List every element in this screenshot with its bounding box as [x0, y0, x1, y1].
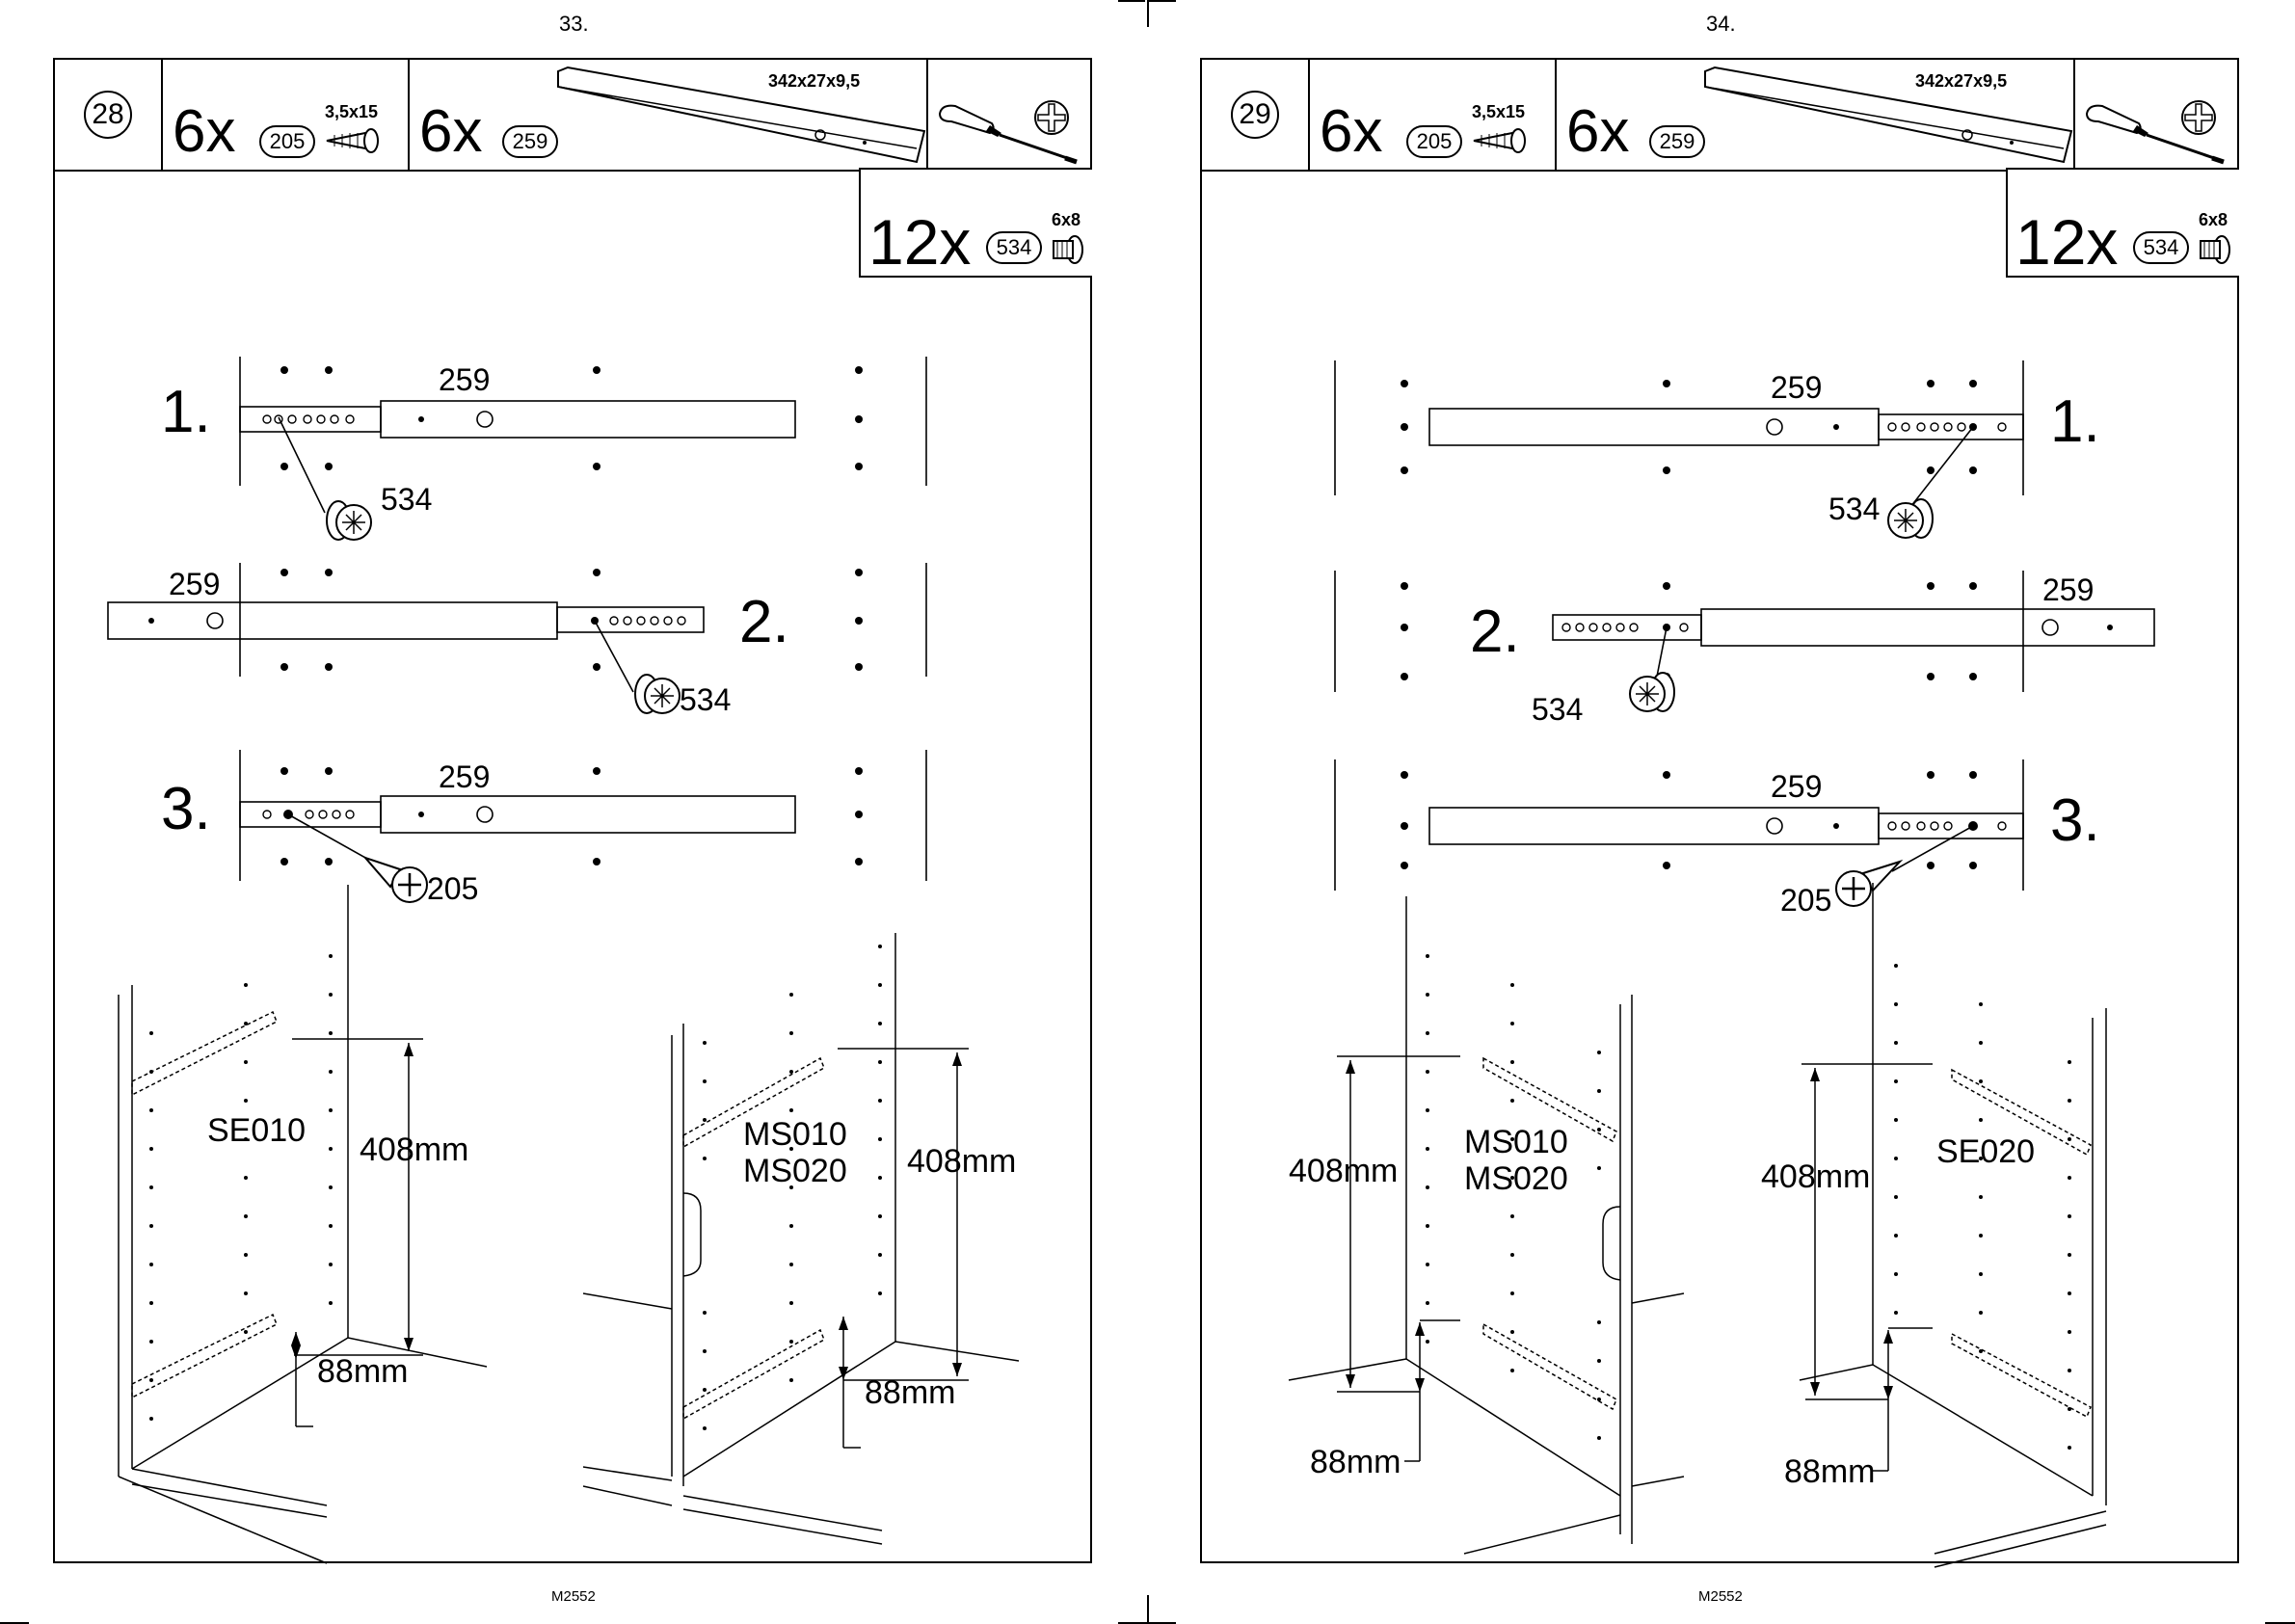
footer-code-right: M2552 [1698, 1588, 1743, 1605]
parts-header: 28 6x 205 3,5x15 6x 259 342x27x9,5 [55, 60, 1090, 172]
substep-number: 3. [161, 775, 211, 843]
page-number-left: 33. [559, 12, 589, 37]
step-number: 29 [1231, 91, 1279, 139]
rail-label: 259 [439, 362, 490, 398]
step-number: 28 [84, 91, 132, 139]
wood-screw-icon [325, 125, 383, 156]
cabinet-model-label: SE020 [1936, 1133, 2035, 1171]
height-dimension: 408mm [1761, 1158, 1870, 1196]
parts-header: 29 6x 205 3,5x15 6x 259 342x27x9,5 [1202, 60, 2237, 172]
drawer-rail-icon [1701, 64, 2073, 166]
crop-mark [1147, 1595, 1149, 1624]
screw-part-number: 205 [1406, 125, 1462, 158]
cabinet-model-label: SE010 [207, 1112, 306, 1150]
extra-size: 6x8 [1052, 210, 1081, 230]
wood-screw-icon [1472, 125, 1530, 156]
instruction-page-left: 28 6x 205 3,5x15 6x 259 342x27x9,5 [53, 58, 1092, 1563]
rail-quantity: 6x [419, 102, 482, 162]
euro-screw-icon [1050, 233, 1084, 266]
substep-number: 2. [1470, 598, 1520, 666]
shelf-pin-holes [1426, 954, 2071, 1450]
offset-dimension: 88mm [317, 1353, 408, 1391]
step-cell: 28 [55, 60, 163, 170]
substep-number: 3. [2050, 786, 2100, 855]
crop-mark [0, 1622, 29, 1624]
rail-quantity: 6x [1566, 102, 1629, 162]
screw-parts-cell: 6x 205 3,5x15 [163, 60, 410, 170]
phillips-head-icon [1032, 98, 1071, 137]
screw-size: 3,5x15 [325, 102, 378, 122]
footer-code-left: M2552 [551, 1588, 596, 1605]
euro-screw-icon [327, 501, 371, 540]
rail-hole-row [263, 415, 685, 818]
drawer-rail-icon [554, 64, 926, 166]
euro-screw-icon [2197, 233, 2231, 266]
rail-label: 259 [1771, 769, 1822, 805]
screw-parts-cell: 6x 205 3,5x15 [1310, 60, 1557, 170]
rail-label: 259 [2042, 572, 2094, 608]
euro-screw-icon [635, 675, 680, 713]
height-dimension: 408mm [907, 1143, 1016, 1181]
cabinet-model-label: MS010 [743, 1116, 847, 1154]
extra-part-number: 534 [2133, 231, 2189, 264]
extra-size: 6x8 [2199, 210, 2228, 230]
tool-cell [2075, 60, 2237, 170]
screw-part-number: 205 [259, 125, 315, 158]
substep-number: 1. [2050, 387, 2100, 456]
fastener-label: 534 [680, 682, 731, 718]
step-cell: 29 [1202, 60, 1310, 170]
crop-mark [1147, 0, 1149, 27]
extra-quantity: 12x [2015, 210, 2118, 274]
height-dimension: 408mm [1289, 1153, 1398, 1190]
offset-dimension: 88mm [1310, 1444, 1401, 1481]
screw-quantity: 6x [1320, 102, 1382, 162]
rail-label: 259 [169, 567, 220, 602]
euro-screw-icon [1888, 499, 1933, 538]
fastener-label: 534 [1828, 492, 1880, 527]
rail-part-number: 259 [1649, 125, 1705, 158]
fastener-label: 534 [381, 482, 432, 518]
rail-part-number: 259 [502, 125, 558, 158]
rail-parts-cell: 6x 259 342x27x9,5 [410, 60, 928, 170]
crop-mark [1149, 0, 1176, 2]
fastener-label: 534 [1532, 692, 1583, 728]
substep-number: 2. [739, 588, 789, 656]
phillips-head-icon [2179, 98, 2218, 137]
extra-quantity: 12x [868, 210, 971, 274]
offset-dimension: 88mm [1784, 1453, 1875, 1491]
page-number-right: 34. [1706, 12, 1736, 37]
tool-cell [928, 60, 1090, 170]
cabinet-model-label: MS010 [1464, 1124, 1568, 1161]
crop-mark [1118, 0, 1145, 2]
instruction-page-right: 29 6x 205 3,5x15 6x 259 342x27x9,5 [1200, 58, 2239, 1563]
euro-screw-icon [1630, 673, 1674, 711]
screw-quantity: 6x [173, 102, 235, 162]
rail-parts-cell: 6x 259 342x27x9,5 [1557, 60, 2075, 170]
cabinet-model-label: MS020 [743, 1153, 847, 1190]
cabinet-model-label: MS020 [1464, 1160, 1568, 1198]
offset-dimension: 88mm [865, 1374, 955, 1412]
extra-parts-box: 12x 534 6x8 [859, 168, 1092, 278]
rail-label: 259 [1771, 370, 1822, 406]
crop-mark [1118, 1622, 1176, 1624]
screw-size: 3,5x15 [1472, 102, 1525, 122]
crop-mark [2265, 1622, 2295, 1624]
height-dimension: 408mm [360, 1131, 468, 1169]
substep-number: 1. [161, 378, 211, 446]
extra-part-number: 534 [986, 231, 1042, 264]
cabinet-diagrams-left [55, 879, 1090, 1573]
extra-parts-box: 12x 534 6x8 [2006, 168, 2239, 278]
rail-label: 259 [439, 759, 490, 795]
